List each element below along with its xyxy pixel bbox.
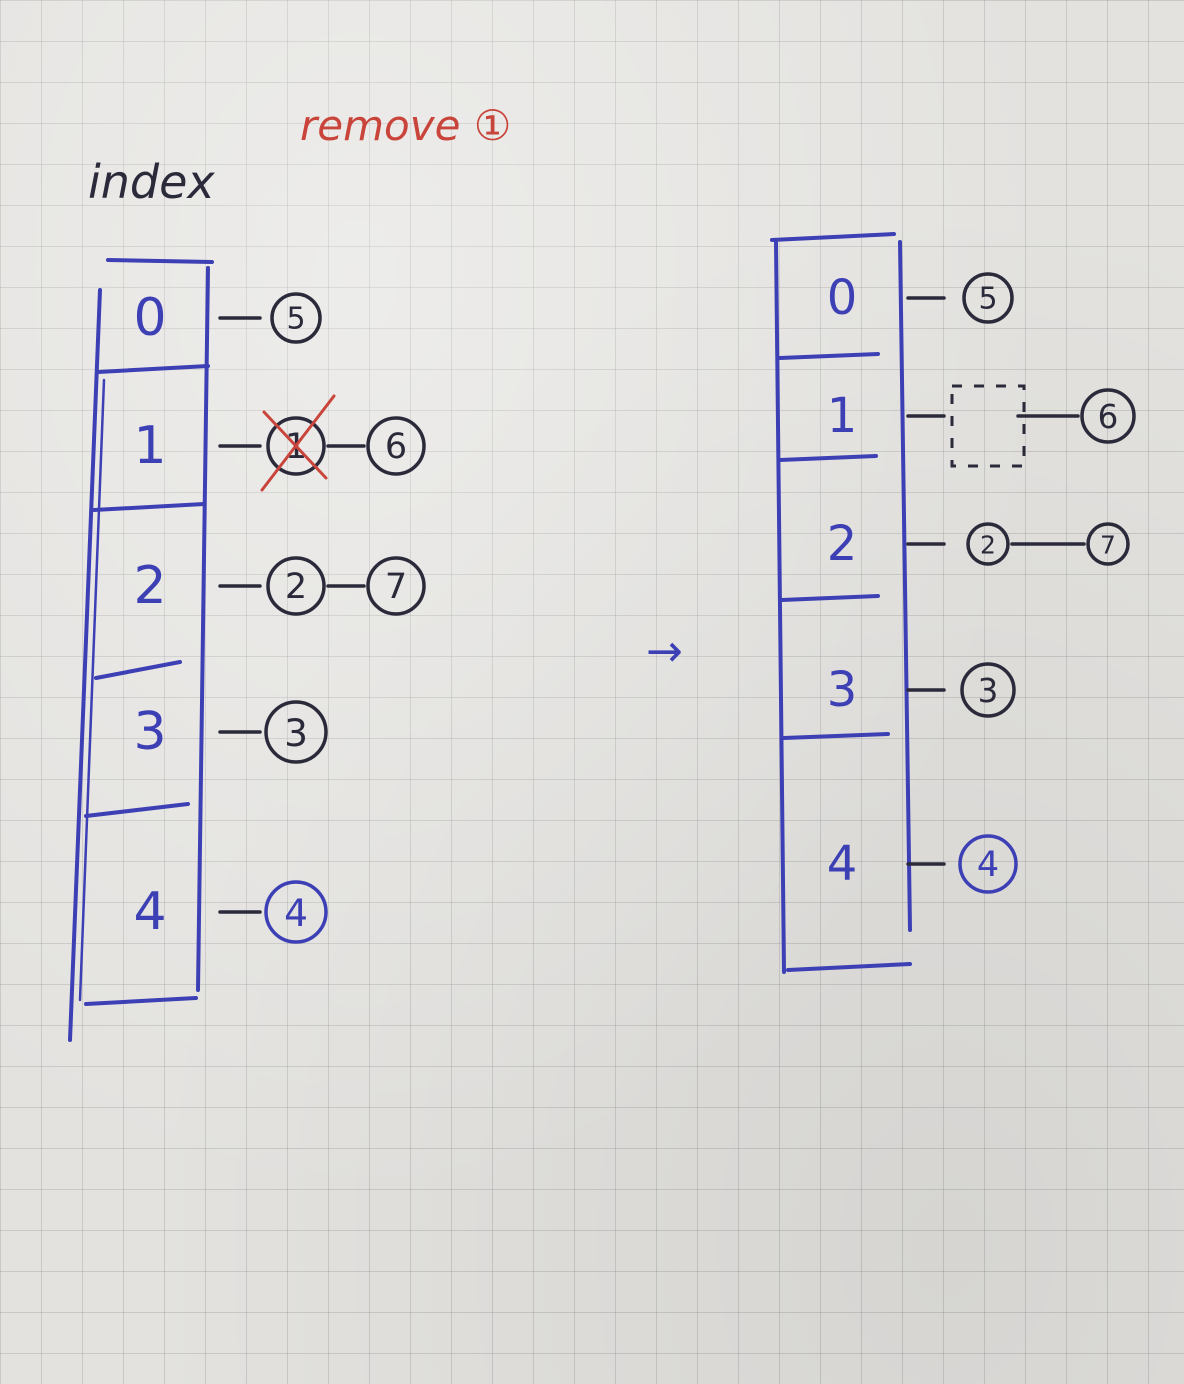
left-node-2-1-circle (366, 556, 426, 616)
left-index-2: 2 (133, 556, 166, 616)
right-node-1-1: 6 (1080, 388, 1136, 444)
left-node-1-0: 1 (260, 394, 336, 492)
left-node-1-1-value: 6 (385, 427, 407, 467)
left-table-left-border (68, 288, 102, 1042)
left-table-divider-1 (96, 364, 210, 374)
remove-note: remove ① (300, 101, 511, 150)
right-table-left-border (774, 240, 786, 974)
left-index-4: 4 (133, 882, 166, 942)
right-node-0-0-value: 5 (978, 282, 997, 317)
right-node-3-0-value: 3 (978, 672, 999, 710)
right-chains: 0 5 1 6 2 2 7 3 3 4 4 (827, 270, 1136, 894)
left-table-right-border (196, 266, 210, 992)
left-node-2-0-value: 2 (285, 567, 307, 607)
right-table-divider-1 (778, 352, 880, 360)
left-node-0-0-circle (270, 292, 322, 344)
right-table-top (770, 232, 896, 242)
left-node-0-0-value: 5 (286, 302, 305, 337)
left-index-0: 0 (133, 288, 166, 348)
right-table-right-border (898, 240, 912, 932)
right-node-2-1-value: 7 (1100, 531, 1116, 560)
right-node-3-0: 3 (960, 662, 1016, 718)
left-node-1-1: 6 (366, 416, 426, 476)
right-node-1-1-value: 6 (1098, 398, 1119, 436)
left-node-4-0-value: 4 (284, 891, 308, 935)
left-table-divider-3 (94, 660, 182, 680)
right-node-4-0: 4 (958, 834, 1018, 894)
right-table (770, 232, 912, 974)
right-index-1: 1 (827, 388, 858, 444)
right-node-1-0-placeholder (950, 384, 1026, 468)
left-index-1: 1 (133, 416, 166, 476)
right-table-divider-2 (778, 454, 878, 462)
right-node-1-1-circle (1080, 388, 1136, 444)
right-node-2-0-circle (966, 522, 1010, 566)
right-table-divider-4 (782, 732, 890, 740)
right-node-2-1-circle (1086, 522, 1130, 566)
right-index-4: 4 (827, 836, 858, 892)
left-node-3-0-circle (264, 700, 328, 764)
right-node-2-0-value: 2 (980, 531, 996, 560)
left-node-3-0: 3 (264, 700, 328, 764)
left-table-bottom (84, 996, 198, 1006)
right-index-0: 0 (827, 270, 858, 326)
right-node-2-0: 2 (966, 522, 1010, 566)
right-node-3-0-circle (960, 662, 1016, 718)
left-table-top (106, 258, 214, 264)
right-node-4-0-circle (958, 834, 1018, 894)
right-node-0-0: 5 (962, 272, 1014, 324)
right-index-3: 3 (827, 662, 858, 718)
right-table-divider-3 (780, 594, 880, 602)
right-table-bottom (786, 962, 912, 972)
left-node-3-0-value: 3 (284, 711, 308, 755)
left-table-divider-4 (84, 802, 190, 818)
left-table (68, 258, 214, 1042)
left-node-2-0-circle (266, 556, 326, 616)
left-node-0-0: 5 (270, 292, 322, 344)
left-table-divider-2 (92, 502, 206, 512)
index-heading: index (88, 155, 215, 209)
left-node-1-0-strike-2 (262, 410, 328, 480)
left-node-2-1-value: 7 (385, 567, 407, 607)
transform-arrow: → (646, 626, 683, 677)
right-index-2: 2 (827, 516, 858, 572)
left-chains: 0 5 1 1 6 2 2 7 3 3 4 4 (133, 288, 426, 944)
left-node-4-0: 4 (264, 880, 328, 944)
right-node-0-0-circle (962, 272, 1014, 324)
left-node-1-0-strike-1 (260, 394, 336, 492)
left-node-1-0-circle (266, 416, 326, 476)
left-table-left-border-2 (78, 378, 106, 1002)
right-node-2-1: 7 (1086, 522, 1130, 566)
left-node-4-0-circle (264, 880, 328, 944)
left-node-2-0: 2 (266, 556, 326, 616)
left-index-3: 3 (133, 702, 166, 762)
right-node-4-0-value: 4 (977, 845, 999, 885)
left-node-1-1-circle (366, 416, 426, 476)
left-node-2-1: 7 (366, 556, 426, 616)
